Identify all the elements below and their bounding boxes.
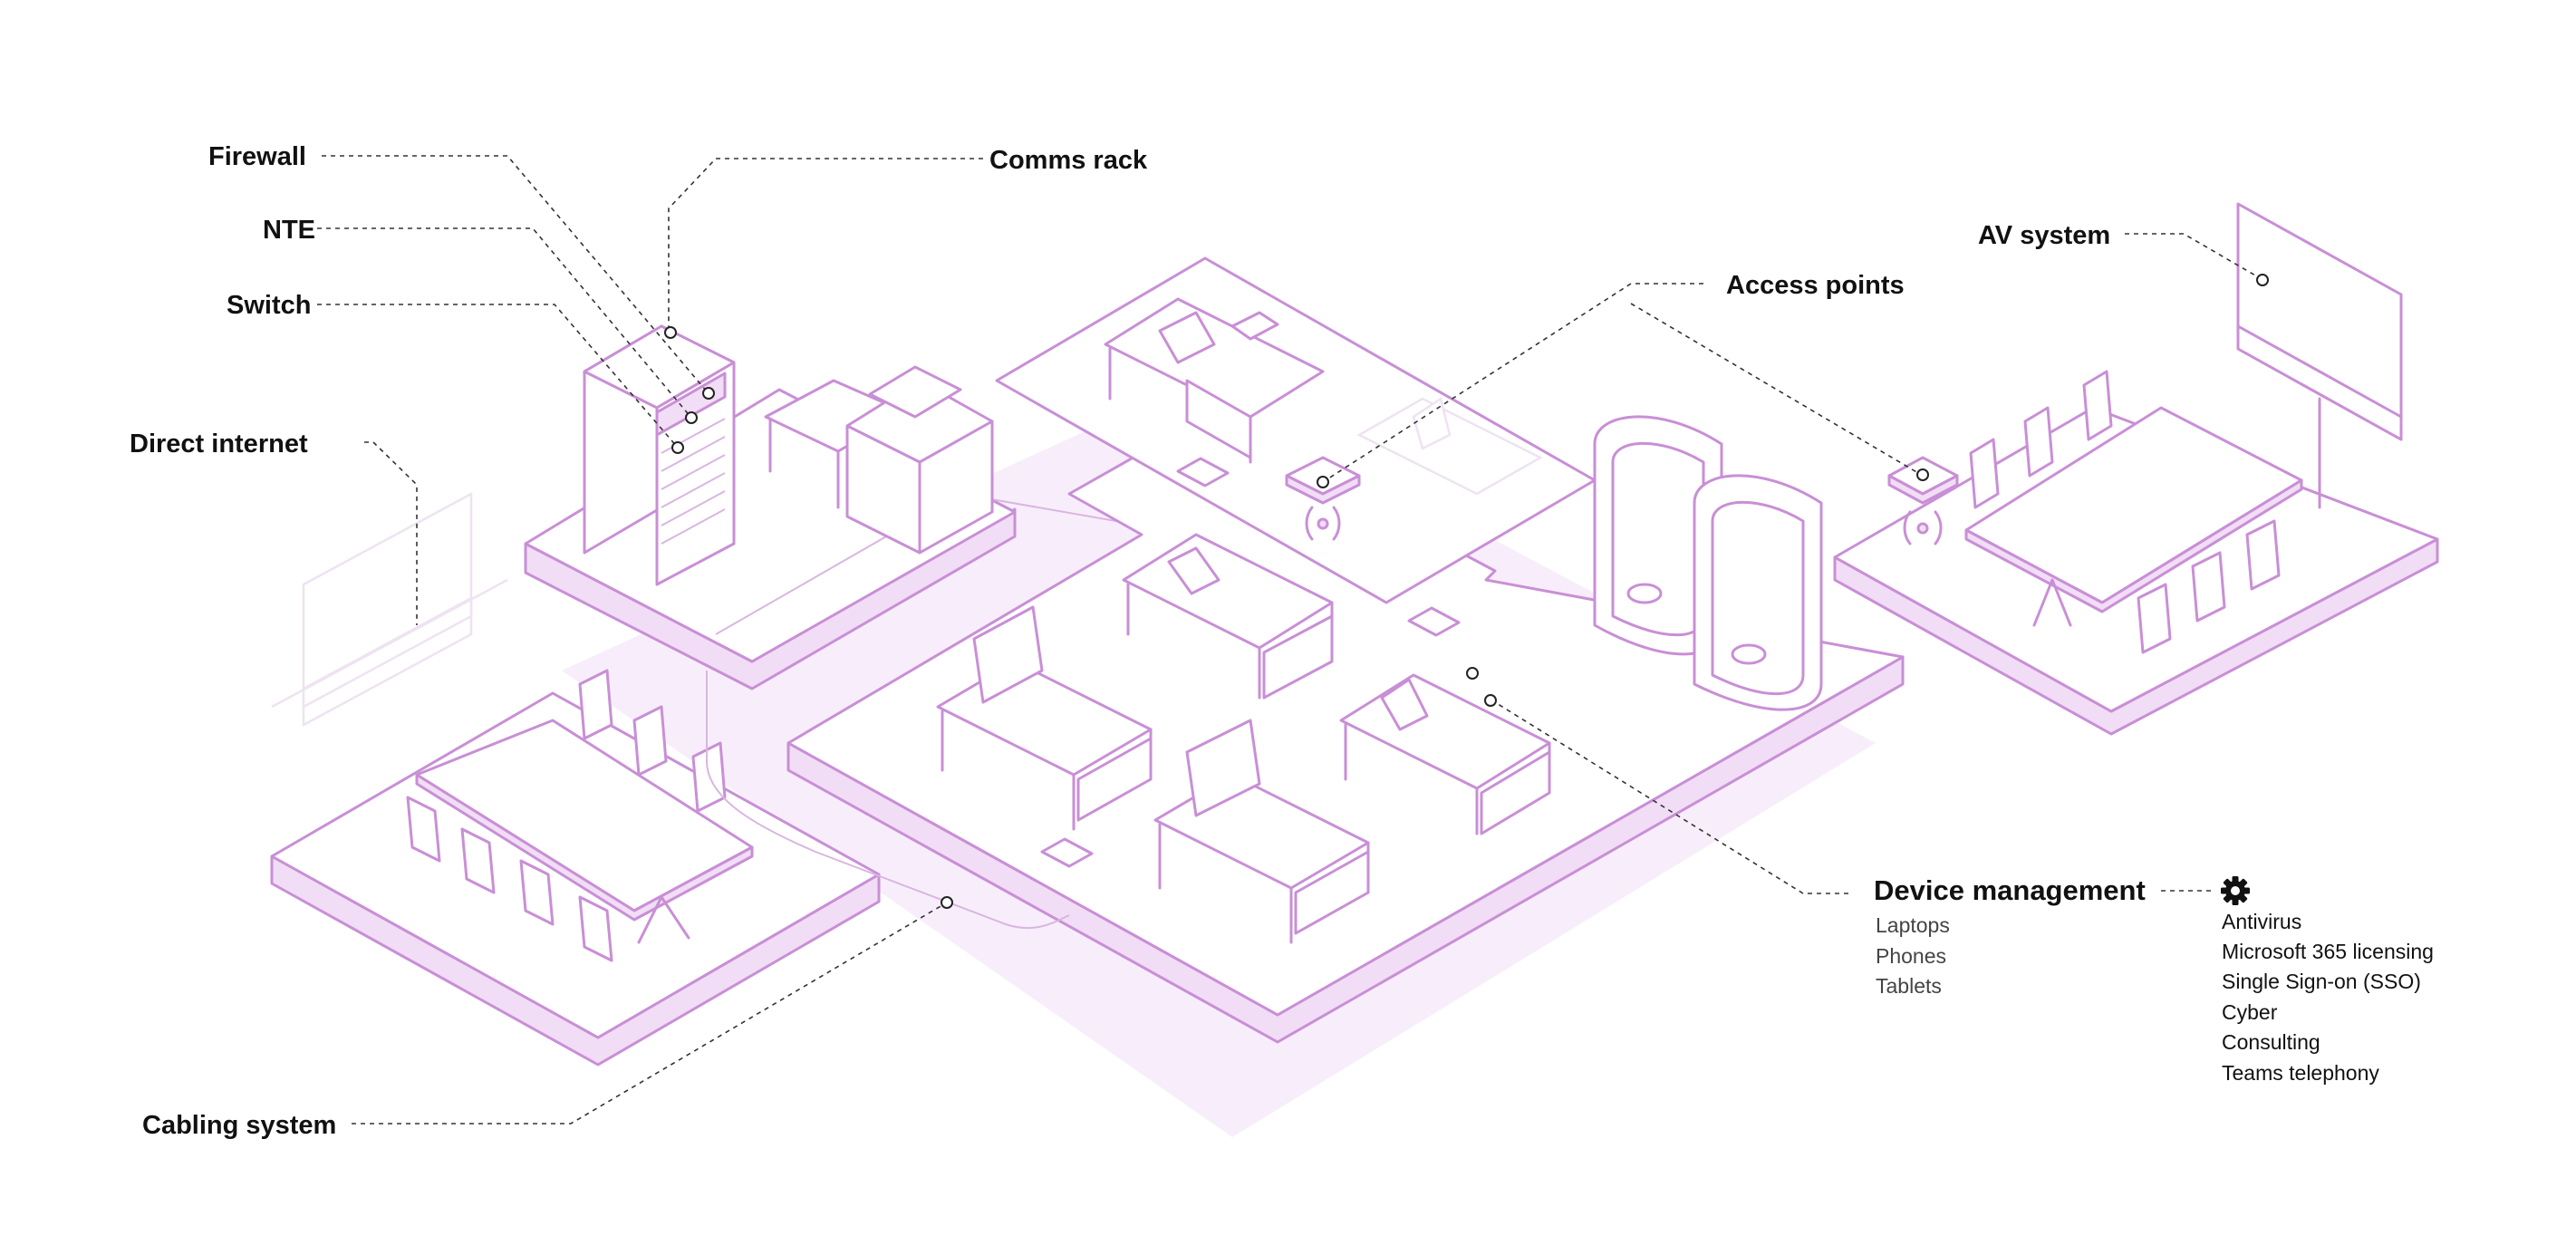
label-switch: Switch bbox=[227, 291, 311, 320]
label-device-management: Device management bbox=[1874, 874, 2146, 906]
device-item: Laptops bbox=[1876, 913, 1950, 937]
ghost-monitor bbox=[272, 494, 507, 725]
label-comms-rack: Comms rack bbox=[989, 146, 1148, 175]
device-item: Tablets bbox=[1876, 974, 1942, 998]
service-item: Antivirus bbox=[2222, 910, 2301, 933]
label-nte: NTE bbox=[263, 216, 315, 245]
label-access-points: Access points bbox=[1726, 271, 1905, 300]
service-item: Consulting bbox=[2222, 1030, 2320, 1054]
service-item: Teams telephony bbox=[2222, 1061, 2379, 1085]
gear-icon bbox=[2221, 876, 2250, 905]
service-item: Microsoft 365 licensing bbox=[2222, 940, 2434, 963]
label-av-system: AV system bbox=[1978, 221, 2110, 250]
device-item: Phones bbox=[1876, 944, 1946, 968]
service-item: Cyber bbox=[2222, 1000, 2278, 1024]
label-firewall: Firewall bbox=[208, 142, 306, 171]
label-cabling-system: Cabling system bbox=[142, 1111, 336, 1140]
label-direct-internet: Direct internet bbox=[130, 430, 308, 459]
service-item: Single Sign-on (SSO) bbox=[2222, 970, 2421, 993]
